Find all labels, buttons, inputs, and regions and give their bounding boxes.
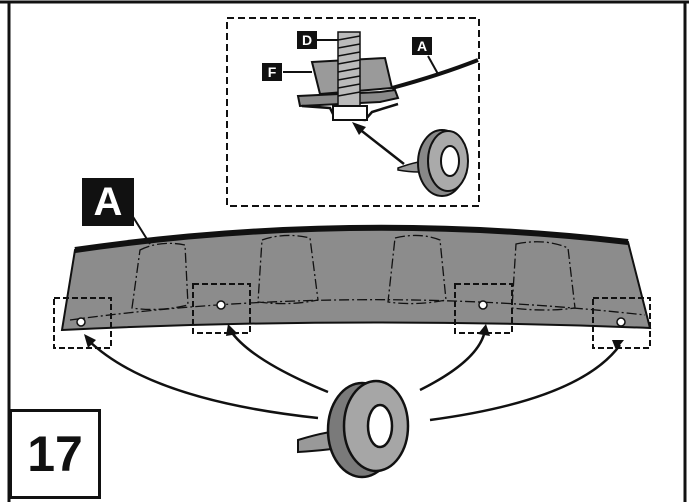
tape-roll-icon — [297, 379, 410, 479]
detail-inset — [226, 17, 480, 207]
mount-point-3 — [454, 283, 513, 334]
mount-point-4 — [592, 297, 651, 349]
mount-point-2 — [192, 283, 251, 334]
part-label-a: A — [82, 178, 134, 226]
part-label-f: F — [262, 63, 282, 81]
rear-diffuser-panel — [53, 211, 652, 349]
mount-point-1 — [53, 297, 112, 349]
tape-roll-icon — [397, 129, 469, 197]
cable-a — [391, 58, 479, 90]
application-arrows — [87, 329, 622, 422]
bolt-icon — [332, 31, 368, 121]
part-label-d: D — [297, 31, 317, 49]
leader-a — [427, 55, 439, 75]
inset-arrow — [357, 127, 405, 165]
part-label-a-inset: A — [412, 37, 432, 55]
step-number: 17 — [9, 409, 101, 499]
